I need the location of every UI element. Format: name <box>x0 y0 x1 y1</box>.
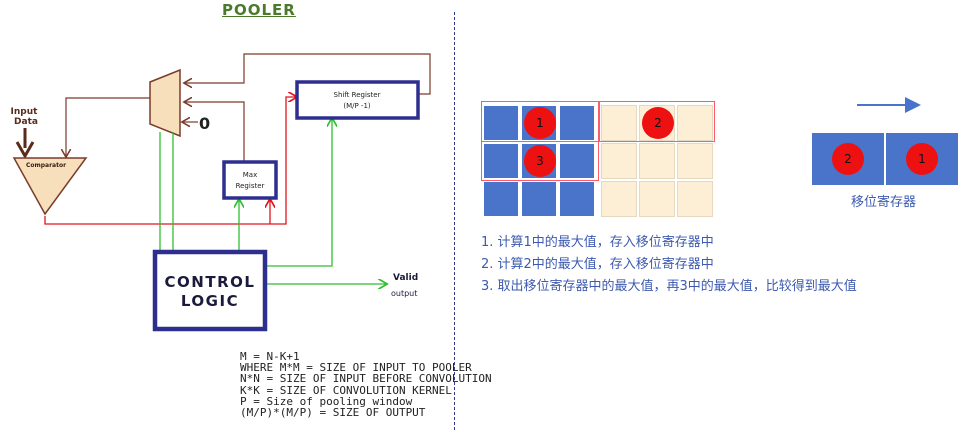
note-line: WHERE M*M = SIZE OF INPUT TO POOLER <box>240 361 472 375</box>
multiplexer-shape <box>149 68 181 138</box>
formula-notes: M = N-K+1 WHERE M*M = SIZE OF INPUT TO P… <box>240 351 492 418</box>
grid-cell <box>601 105 637 141</box>
note-line: M = N-K+1 <box>240 350 300 363</box>
grid-cell <box>483 181 519 217</box>
note-line: K*K = SIZE OF CONVOLUTION KERNEL <box>240 383 452 397</box>
input-label-line2: Data <box>14 117 38 127</box>
grid-cell <box>677 181 713 217</box>
grid-cell <box>483 143 519 179</box>
shift-register-label: Shift Register <box>334 91 381 99</box>
note-line: (M/P)*(M/P) = SIZE OF OUTPUT <box>240 406 426 420</box>
step-list: 1. 计算1中的最大值，存入移位寄存器中 2. 计算2中的最大值，存入移位寄存器… <box>481 232 857 298</box>
note-line: P = Size of pooling window <box>240 394 413 408</box>
grid-cell <box>483 105 519 141</box>
control-logic-label-1: CONTROL <box>165 273 256 291</box>
valid-output-label-1: Valid <box>393 273 418 283</box>
valid-output-label-2: output <box>391 289 417 298</box>
step-item: 3. 取出移位寄存器中的最大值，再3中的最大值，比较得到最大值 <box>481 279 857 294</box>
shift-register-caption: 移位寄存器 <box>851 195 917 210</box>
shift-register-size: (M/P -1) <box>343 102 371 110</box>
grid-cell <box>559 143 595 179</box>
note-line: N*N = SIZE OF INPUT BEFORE CONVOLUTION <box>240 372 492 386</box>
comparator-output-wire <box>44 97 296 225</box>
shift-slot-badge-right: 1 <box>906 143 938 175</box>
step-item: 2. 计算2中的最大值，存入移位寄存器中 <box>481 257 714 272</box>
section-divider <box>454 12 455 430</box>
pooling-grid: 1 2 3 <box>481 101 717 217</box>
grid-cell <box>559 181 595 217</box>
grid-cell <box>601 181 637 217</box>
mux-zero-input: 0 <box>199 114 210 133</box>
window-2-badge: 2 <box>642 107 674 139</box>
diagram-title: POOLER <box>222 1 296 19</box>
shift-slot-badge-left: 2 <box>832 143 864 175</box>
window-2-outline <box>599 101 715 142</box>
window-3-badge: 3 <box>524 145 556 177</box>
grid-cell <box>521 181 557 217</box>
step-item: 1. 计算1中的最大值，存入移位寄存器中 <box>481 235 714 250</box>
pooler-circuit-diagram: Input Data Comparator 0 Shift Register (… <box>11 53 431 332</box>
comparator-shape <box>12 157 88 216</box>
grid-cell <box>639 181 675 217</box>
input-arrow-head <box>15 141 35 160</box>
window-3-outline <box>481 141 599 181</box>
control-logic-label-2: LOGIC <box>181 292 239 310</box>
shift-register-to-mux-wire <box>185 53 431 95</box>
grid-cell <box>639 143 675 179</box>
mux-to-comparator-wire <box>66 97 150 156</box>
max-register-to-mux-wire <box>185 102 245 162</box>
comparator-label: Comparator <box>26 162 66 169</box>
grid-cell <box>559 105 595 141</box>
shift-direction-arrow-icon <box>857 97 921 113</box>
grid-cell <box>677 143 713 179</box>
max-register-label-1: Max <box>243 171 257 179</box>
shift-register-box <box>295 80 420 120</box>
max-register-label-2: Register <box>236 182 265 190</box>
shift-register-visual: 2 1 <box>812 133 958 185</box>
grid-cell <box>601 143 637 179</box>
control-logic-box <box>152 249 268 332</box>
input-label-line1: Input <box>11 107 39 117</box>
control-to-shift-register-wire <box>266 119 332 267</box>
max-register-box <box>222 160 278 200</box>
grid-cell <box>677 105 713 141</box>
window-1-badge: 1 <box>524 107 556 139</box>
